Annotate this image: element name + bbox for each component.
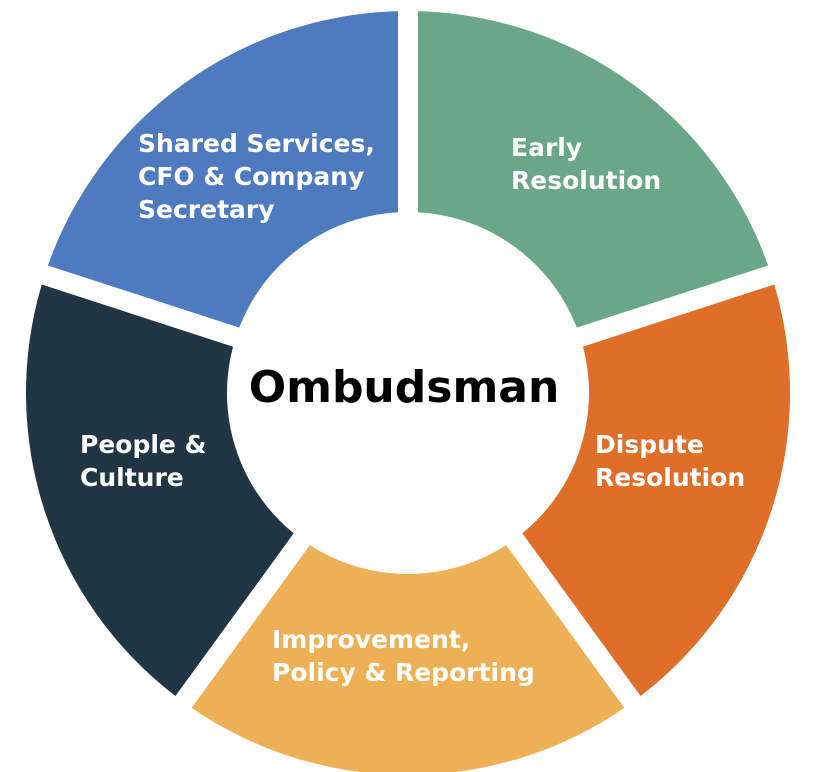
center-circle: [227, 212, 589, 574]
segment-label-people-culture: People & Culture: [80, 430, 206, 492]
segment-label-line: Culture: [80, 463, 184, 492]
segment-label-line: People &: [80, 430, 206, 459]
segment-label-line: Shared Services,: [138, 129, 375, 158]
segment-label-line: Resolution: [511, 166, 661, 195]
segment-label-line: Policy & Reporting: [272, 658, 535, 687]
center-title: Ombudsman: [249, 362, 560, 413]
segment-label-line: CFO & Company: [138, 162, 364, 191]
segment-shared-services-cfo-company-secretary: [47, 11, 399, 330]
segment-label-line: Resolution: [595, 463, 745, 492]
segment-label-line: Early: [511, 133, 582, 162]
segment-label-improvement-policy-reporting: Improvement, Policy & Reporting: [272, 625, 535, 687]
segment-label-line: Dispute: [595, 430, 704, 459]
segment-label-line: Secretary: [138, 195, 275, 224]
segment-early-resolution: [417, 11, 769, 330]
segment-improvement-policy-reporting: [191, 539, 625, 772]
segment-label-line: Improvement,: [272, 625, 470, 654]
